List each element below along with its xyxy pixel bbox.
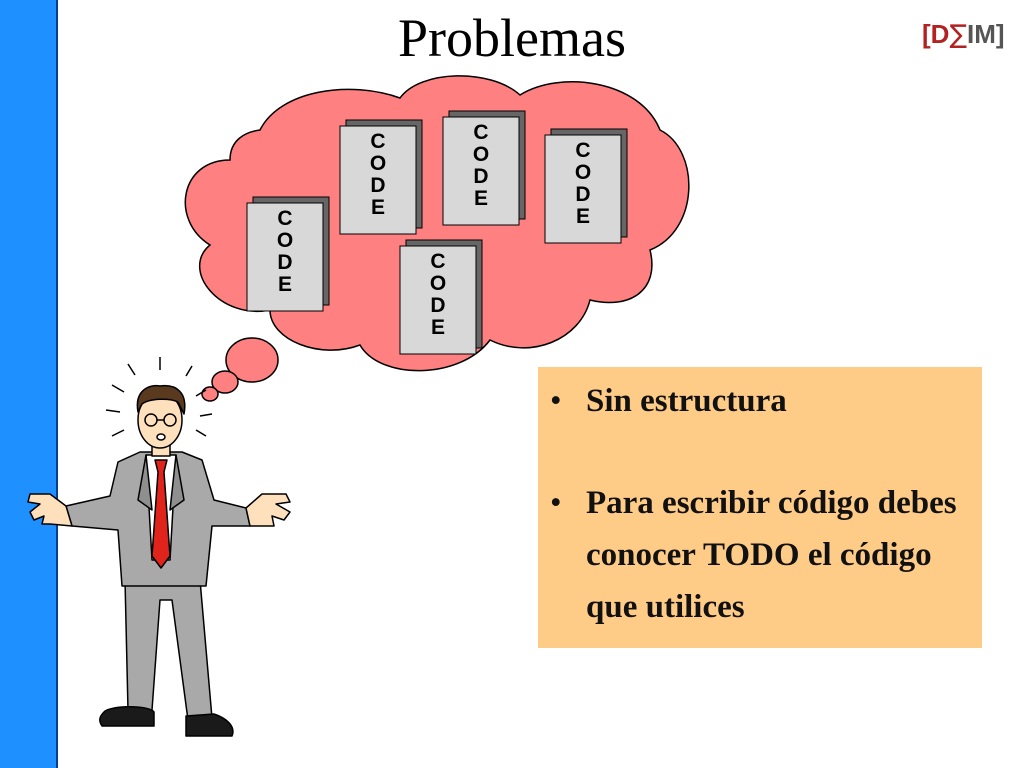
code-card-face bbox=[246, 202, 324, 312]
bullet-item-sin-estructura: • Sin estructura bbox=[550, 375, 966, 427]
code-card-face bbox=[399, 245, 477, 355]
bullet-text: Para escribir código debes conocer TODO … bbox=[586, 485, 957, 625]
code-card-face bbox=[339, 125, 417, 235]
bullet-dot: • bbox=[550, 383, 562, 419]
bullet-dot: • bbox=[550, 485, 562, 521]
dim-logo: [D∑IM] bbox=[922, 19, 1005, 50]
code-card-face bbox=[442, 116, 520, 226]
left-accent-bar bbox=[0, 0, 58, 768]
bullet-text: Sin estructura bbox=[586, 383, 787, 419]
bullet-list: • Sin estructura • Para escribir código … bbox=[550, 375, 966, 633]
bullet-text-box: • Sin estructura • Para escribir código … bbox=[538, 367, 982, 648]
bullet-item-conocer-codigo: • Para escribir código debes conocer TOD… bbox=[550, 477, 966, 633]
stress-marks bbox=[105, 357, 213, 437]
code-card-face bbox=[544, 134, 622, 244]
confused-man-figure bbox=[27, 357, 291, 737]
slide-title: Problemas bbox=[398, 8, 626, 68]
